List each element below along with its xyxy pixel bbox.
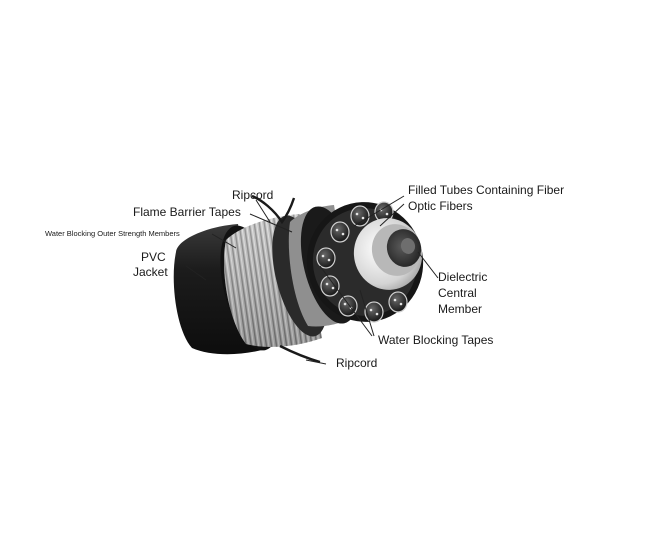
ripcord-bottom-line	[279, 344, 321, 364]
label-ripcord-top: Ripcord	[232, 188, 274, 202]
label-central: Central	[438, 286, 477, 300]
label-member: Member	[438, 302, 483, 316]
label-filled-tubes-line2: Optic Fibers	[408, 199, 473, 213]
label-jacket: Jacket	[133, 265, 168, 279]
ripcord-top-line	[251, 194, 296, 225]
label-dielectric: Dielectric	[438, 270, 488, 284]
leader-lines	[185, 195, 439, 365]
label-pvc: PVC	[141, 250, 166, 264]
label-ripcord-bottom: Ripcord	[336, 356, 378, 370]
label-flame-barrier-tapes: Flame Barrier Tapes	[133, 205, 241, 219]
filled-tubes	[316, 201, 408, 323]
label-filled-tubes-line1: Filled Tubes Containing Fiber	[408, 183, 565, 197]
label-water-blocking-outer-strength-members: Water Blocking Outer Strength Members	[45, 229, 180, 238]
label-water-blocking-tapes: Water Blocking Tapes	[378, 333, 494, 347]
